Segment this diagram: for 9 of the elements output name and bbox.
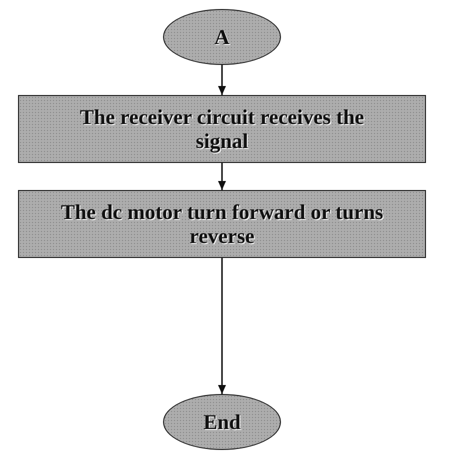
node-label: A: [213, 24, 231, 50]
node-label: End: [202, 410, 242, 434]
arrow: [218, 258, 226, 394]
process-box: [18, 190, 426, 258]
process-box: [18, 95, 426, 163]
arrow: [218, 65, 226, 95]
node-label: The dc motor turn forward or turns reverse: [60, 200, 384, 248]
node-label: The receiver circuit receives the signal: [78, 104, 366, 154]
arrow: [218, 163, 226, 190]
